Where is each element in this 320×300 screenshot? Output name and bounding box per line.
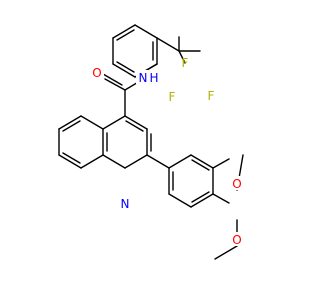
atom-label-fluorine: F <box>169 90 176 104</box>
atom-label-oxygen: O <box>232 177 241 191</box>
structure-diagram: O N H N F F F O O <box>58 24 244 260</box>
bond <box>62 152 81 164</box>
bond <box>146 154 170 169</box>
atom-label-nitrogen: N <box>121 197 130 211</box>
bond <box>190 193 214 208</box>
bond <box>102 154 126 169</box>
bond <box>62 120 81 132</box>
atom-label-layer: O N H N F F F O O <box>90 56 244 247</box>
bond <box>191 159 210 171</box>
bond <box>214 245 238 260</box>
bond <box>178 50 186 64</box>
bond <box>125 120 144 132</box>
atom-label-nitrogen: N <box>139 71 148 85</box>
bond <box>80 115 104 130</box>
atom-label-oxygen: O <box>232 233 241 247</box>
bond-layer <box>58 24 244 260</box>
bond <box>112 63 136 78</box>
bond <box>156 37 180 52</box>
bond <box>212 158 230 169</box>
bond <box>191 191 210 203</box>
bond <box>102 115 126 130</box>
bond <box>168 193 192 208</box>
bond <box>58 154 82 169</box>
bond <box>124 115 148 130</box>
bond <box>116 29 135 41</box>
bond <box>112 24 136 39</box>
molecule-canvas: O N H N F F F O O <box>58 24 244 260</box>
bond <box>58 115 82 130</box>
bond <box>190 154 214 169</box>
atom-label-fluorine: F <box>182 56 189 70</box>
bond <box>104 78 126 91</box>
atom-label-fluorine: F <box>208 89 215 103</box>
bond <box>168 154 192 169</box>
atom-label-oxygen: O <box>92 66 101 80</box>
bond <box>102 73 123 86</box>
bond <box>134 24 158 39</box>
bond <box>116 61 135 73</box>
atom-label-hydrogen: H <box>149 71 158 85</box>
bond <box>80 154 104 169</box>
bond <box>212 193 230 204</box>
bond <box>124 154 148 169</box>
